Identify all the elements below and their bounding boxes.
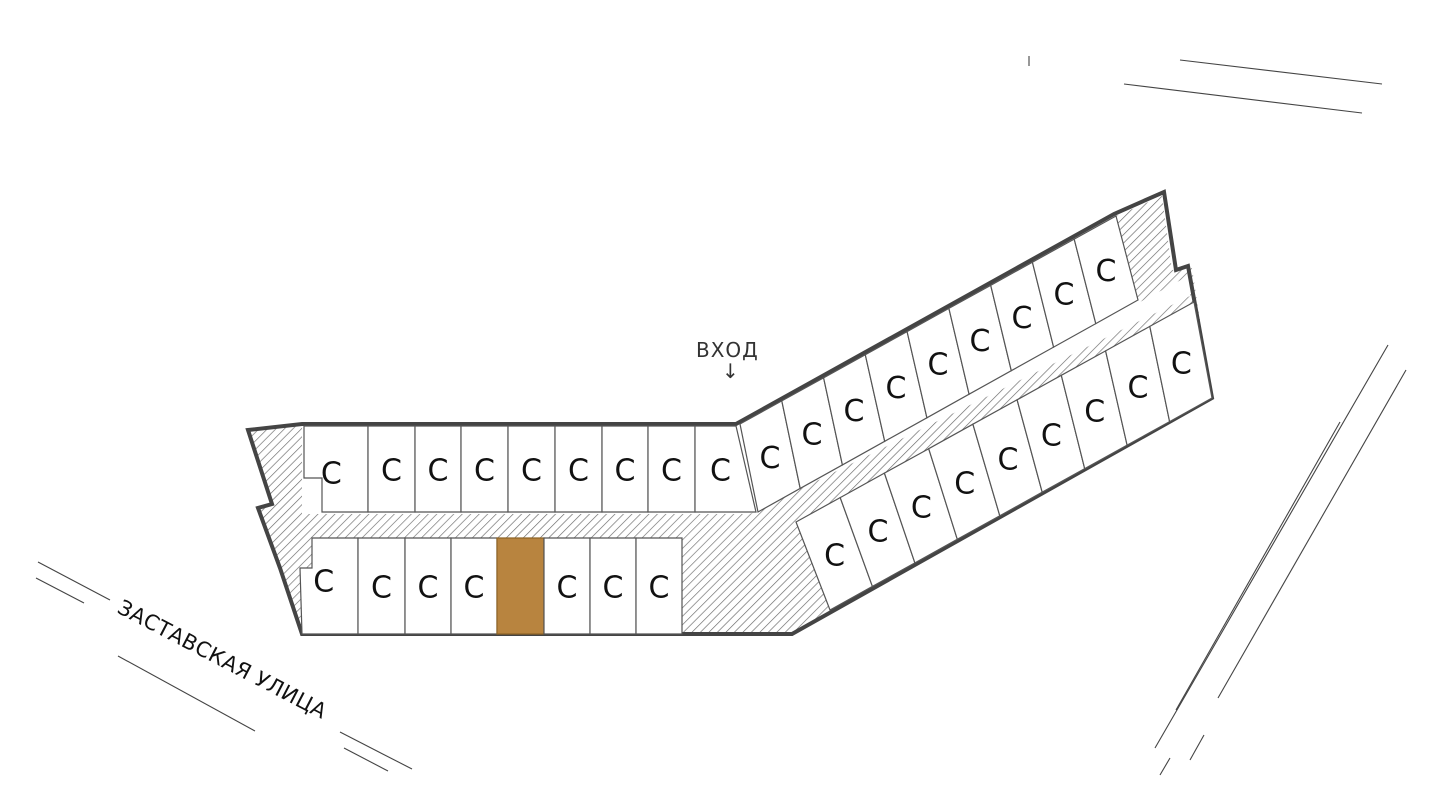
unit-upper-8[interactable]	[647, 425, 696, 513]
unit-upper-1[interactable]	[303, 425, 369, 513]
unit-upper-6[interactable]	[554, 425, 603, 513]
unit-upper-2[interactable]	[367, 425, 416, 513]
unit-lower-7[interactable]	[589, 537, 637, 635]
unit-upper-diag-9[interactable]	[1073, 215, 1139, 325]
unit-lower-8[interactable]	[635, 537, 683, 635]
unit-upper-3[interactable]	[414, 425, 462, 513]
unit-upper-9[interactable]	[694, 425, 757, 513]
unit-lower-2[interactable]	[357, 537, 406, 635]
unit-lower-diag-9[interactable]	[1149, 301, 1213, 423]
unit-upper-4[interactable]	[460, 425, 509, 513]
road-lines	[35, 56, 1407, 776]
unit-lower-5[interactable]	[496, 537, 545, 635]
unit-upper-7[interactable]	[601, 425, 649, 513]
entrance-label: ВХОД	[696, 338, 759, 362]
unit-upper-5[interactable]	[507, 425, 556, 513]
unit-lower-6[interactable]	[543, 537, 591, 635]
unit-lower-4[interactable]	[450, 537, 498, 635]
unit-lower-3[interactable]	[404, 537, 452, 635]
entrance-arrow-icon: ↓	[722, 359, 740, 383]
